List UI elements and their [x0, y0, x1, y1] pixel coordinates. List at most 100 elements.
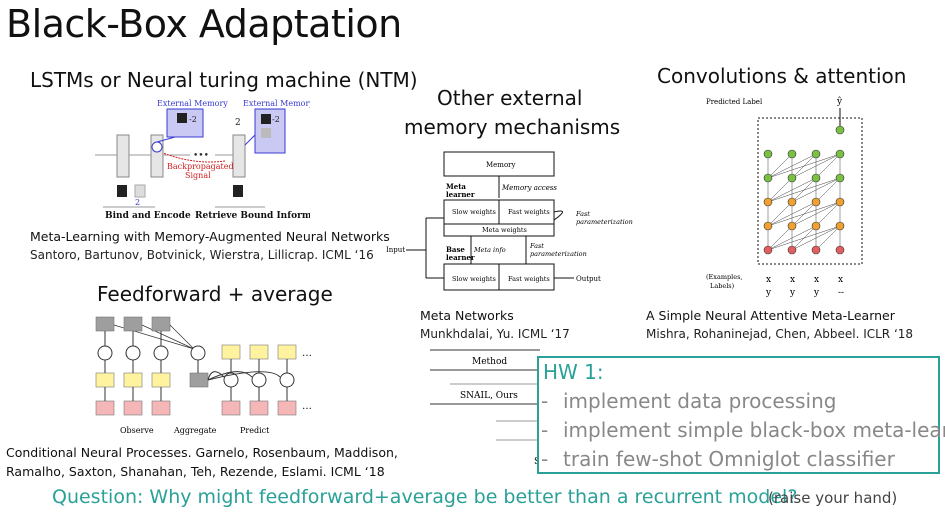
question-label: Question [52, 486, 137, 508]
memory-value-1: -2 [189, 115, 197, 124]
other-heading-line1: Other external [437, 86, 583, 110]
x-target-box [249, 400, 269, 416]
snail-node [835, 173, 845, 183]
r-to-g-edge [207, 371, 281, 381]
h-node [153, 345, 169, 361]
feedforward-heading: Feedforward + average [97, 282, 333, 306]
r-box [95, 316, 115, 332]
snail-node [835, 245, 845, 255]
snail-figure: Predicted Label ŷ (Examples, Labels) x x… [706, 96, 863, 298]
y-target-box [249, 344, 269, 360]
meta-networks-figure: Memory Memory access Meta learner Slow w… [386, 151, 633, 291]
snail-edge [815, 177, 841, 203]
snail-node [835, 125, 845, 135]
memory-glyph-3 [261, 128, 271, 138]
conv-heading: Convolutions & attention [657, 64, 907, 88]
homework-item-1: -implement data processing [541, 389, 837, 413]
x-label-2: x [790, 275, 795, 285]
input-glyph-1 [117, 185, 127, 197]
snail-node [787, 149, 797, 159]
examples-label-1: (Examples, [706, 273, 742, 281]
raise-hand-note: (raise your hand) [768, 489, 898, 507]
r-aggregate-box [189, 372, 209, 388]
memory-value-2: -2 [272, 115, 280, 124]
x-label-1: x [766, 275, 771, 285]
other-citation-authors: Munkhdalai, Yu. ICML ‘17 [420, 327, 570, 341]
y-target-box [277, 344, 297, 360]
r-to-a-edge [169, 324, 195, 350]
snail-edge [791, 225, 817, 251]
snail-node [787, 245, 797, 255]
lstm-heading: LSTMs or Neural turing machine (NTM) [30, 68, 418, 92]
cnp-figure: … … Observe Aggregate Predict [95, 316, 312, 435]
dots-top: … [302, 348, 312, 359]
y-context-box [123, 372, 143, 388]
fast-weights-label-2: Fast weights [508, 275, 550, 283]
homework-item-1-text: implement data processing [563, 389, 837, 413]
table-header-method: Method [472, 357, 507, 367]
y-label-3: y [813, 288, 820, 298]
input-glyph-2 [134, 184, 146, 198]
sequence-dots: ••• [193, 151, 209, 161]
y-label-4: -- [838, 288, 844, 298]
predicted-label: Predicted Label [706, 98, 763, 106]
r-to-a-edge [141, 324, 195, 350]
memory-glyph-2 [261, 114, 271, 124]
observe-label: Observe [120, 426, 154, 435]
aggregate-node [190, 345, 206, 361]
fast-param-label-2a: Fast [529, 242, 544, 250]
snail-edge [815, 201, 841, 227]
external-memory-label-2: External Memory [243, 99, 310, 108]
external-memory-label-1: External Memory [157, 99, 228, 108]
snail-edge [815, 153, 841, 179]
y-label-2: y [789, 288, 796, 298]
lstm-citation-title: Meta-Learning with Memory-Augmented Neur… [30, 229, 390, 244]
conv-citation-authors: Mishra, Rohaninejad, Chen, Abbeel. ICLR … [646, 327, 914, 341]
snail-node [835, 197, 845, 207]
snail-node [763, 149, 773, 159]
snail-edge [791, 201, 817, 227]
snail-node [811, 197, 821, 207]
fast-weights-label-1: Fast weights [508, 208, 550, 216]
snail-node [811, 149, 821, 159]
x-label-4: x [838, 275, 843, 285]
output-value: 2 [235, 118, 241, 128]
retrieve-label: Retrieve Bound Information [195, 211, 310, 221]
slow-weights-label-2: Slow weights [452, 275, 496, 283]
snail-node [787, 197, 797, 207]
y-context-box [95, 372, 115, 388]
signal-label: Signal [185, 171, 211, 180]
meta-learner-label-1: Meta [446, 182, 466, 191]
fast-param-label-2b: parameterization [530, 250, 587, 258]
memory-glyph-1 [177, 113, 187, 123]
homework-title: HW 1: [543, 360, 604, 384]
fast-param-loop-1 [553, 210, 563, 221]
examples-label-2: Labels) [710, 282, 735, 290]
controller-cell-1 [116, 134, 130, 178]
backprop-path [162, 152, 226, 163]
h-node [125, 345, 141, 361]
input-label: 2 [135, 198, 140, 207]
input-glyph-3 [233, 185, 243, 197]
question-line: Question: Why might feedforward+average … [52, 486, 797, 508]
y-label-1: y [765, 288, 772, 298]
snail-edge [767, 177, 793, 203]
other-heading-line2: memory mechanisms [404, 115, 621, 139]
memory-label: Memory [486, 161, 516, 169]
question-text: : Why might feedforward+average be bette… [136, 486, 798, 508]
lstm-citation-authors: Santoro, Bartunov, Botvinick, Wierstra, … [30, 248, 374, 262]
x-context-box [123, 400, 143, 416]
snail-node [835, 149, 845, 159]
base-learner-label-2: learner [446, 253, 475, 262]
snail-node [811, 245, 821, 255]
memory-access-label: Memory access [501, 184, 557, 192]
snail-node [763, 221, 773, 231]
x-label-3: x [814, 275, 819, 285]
snail-edge [815, 225, 841, 251]
homework-box: HW 1: -implement data processing -implem… [537, 356, 945, 474]
dots-bottom: … [302, 401, 312, 412]
backprop-label: Backpropagated [167, 162, 234, 171]
snail-node [787, 221, 797, 231]
x-target-box [221, 400, 241, 416]
read-arrow [244, 134, 256, 146]
